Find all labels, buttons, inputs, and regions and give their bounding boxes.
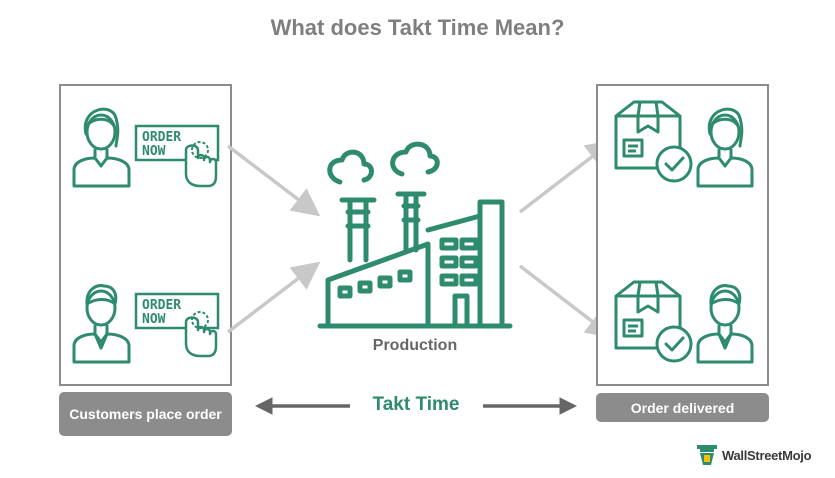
delivery-bottom [614, 280, 754, 364]
factory-icon [317, 141, 513, 329]
page-title: What does Takt Time Mean? [270, 15, 565, 40]
customer-order-bottom: ORDER NOW [72, 284, 220, 364]
package-check-icon [614, 280, 693, 363]
arrow-order-to-production-bottom [226, 261, 321, 334]
delivery-top [614, 100, 754, 188]
brand: WallStreetMojo [696, 443, 812, 467]
customer-order-top: ORDER NOW [72, 107, 220, 188]
package-check-icon [614, 100, 693, 183]
customers-place-order-label: Customers place order [59, 392, 232, 436]
sign-line-1: ORDER [142, 298, 181, 313]
brand-logo-icon [697, 445, 717, 465]
order-now-sign-icon: ORDER NOW [134, 292, 220, 358]
brand-name: WallStreetMojo [722, 447, 812, 463]
arrow-production-to-delivery-top [518, 139, 615, 214]
person-icon [72, 107, 131, 188]
person-icon [696, 107, 754, 188]
sign-line-2: NOW [142, 144, 166, 159]
person-icon [696, 284, 754, 364]
sign-line-2: NOW [142, 312, 166, 327]
order-delivered-label: Order delivered [596, 393, 769, 422]
person-icon [72, 284, 131, 364]
arrow-order-to-production-top [226, 144, 321, 217]
order-now-sign-icon: ORDER NOW [134, 124, 220, 188]
sign-line-1: ORDER [142, 130, 181, 145]
takt-time-label: Takt Time [372, 394, 460, 415]
production-label: Production [372, 337, 458, 354]
arrow-production-to-delivery-bottom [518, 264, 615, 339]
